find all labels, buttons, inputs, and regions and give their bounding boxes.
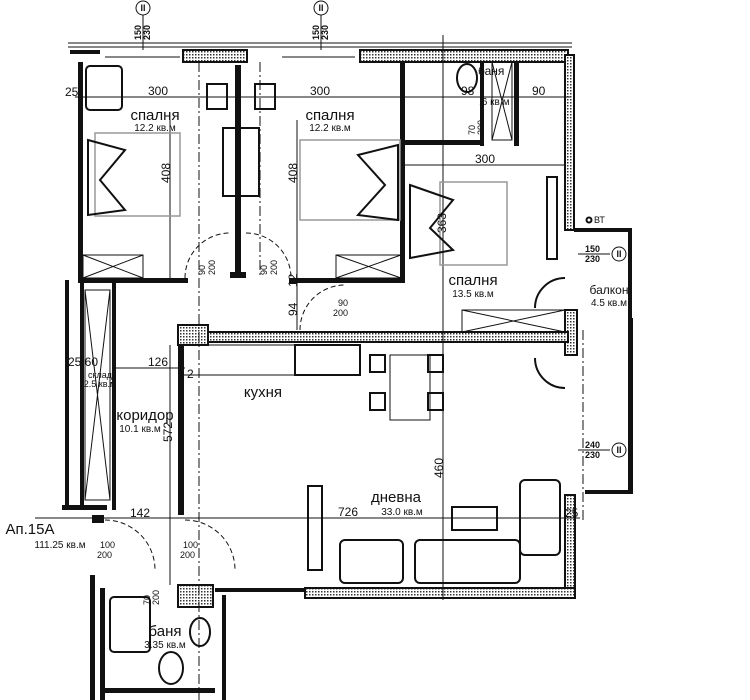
dim-label: 126 [148, 355, 168, 369]
svg-text:230: 230 [142, 25, 152, 40]
svg-text:70: 70 [467, 125, 477, 135]
dim-label: 94 [286, 302, 300, 316]
svg-text:100: 100 [183, 540, 198, 550]
dim-label: 363 [435, 213, 449, 233]
dim-label: 98 [461, 84, 475, 98]
svg-text:150: 150 [133, 25, 143, 40]
room-area-bath-top: .6 кв.м [479, 97, 510, 108]
window-tag: 150 230 II [578, 244, 627, 264]
dim-label: 90 [532, 84, 546, 98]
dimension-lines [35, 35, 584, 700]
room-labels: спалня 12.2 кв.м спалня 12.2 кв.м спалня… [6, 64, 629, 651]
dim-label: 12 [286, 273, 300, 287]
door-swings [104, 232, 566, 571]
svg-text:230: 230 [585, 450, 600, 460]
top-facade [68, 42, 572, 63]
room-name-storage: склад [88, 370, 113, 380]
dim-label: 300 [310, 84, 330, 98]
room-area-living: 33.0 кв.м [381, 507, 423, 518]
walls [62, 54, 633, 700]
door-tag: 90 200 [259, 260, 279, 275]
svg-text:150: 150 [585, 244, 600, 254]
door-tag: 70 200 [142, 590, 161, 605]
svg-text:200: 200 [180, 550, 195, 560]
door-tag: 100 200 [97, 540, 115, 560]
dim-label: 142 [130, 506, 150, 520]
apartment-name: Ап.15А [6, 521, 55, 538]
svg-text:230: 230 [320, 25, 330, 40]
room-name-kitchen: кухня [244, 384, 282, 401]
svg-text:150: 150 [311, 25, 321, 40]
svg-text:II: II [318, 3, 323, 13]
svg-text:II: II [140, 3, 145, 13]
window-tag: 240 230 II [578, 440, 627, 460]
svg-text:70: 70 [142, 595, 152, 605]
svg-text:240: 240 [585, 440, 600, 450]
window-tag: II 150 230 [133, 0, 152, 50]
room-name-bath-bottom: баня [149, 623, 182, 640]
dim-label: 572 [161, 422, 175, 442]
room-area-bedroom1: 12.2 кв.м [134, 123, 176, 134]
svg-text:ВТ: ВТ [594, 215, 605, 225]
room-name-bedroom3: спалня [448, 272, 497, 289]
room-name-bedroom1: спалня [130, 107, 179, 124]
window-tag: II 150 230 [311, 0, 330, 50]
svg-text:90: 90 [338, 298, 348, 308]
svg-text:200: 200 [476, 120, 486, 135]
svg-text:II: II [616, 445, 621, 455]
door-tag: 90 200 [197, 260, 217, 275]
room-name-balcony: балкон [590, 283, 629, 297]
svg-text:200: 200 [151, 590, 161, 605]
room-name-bath-top: баня [478, 64, 504, 78]
svg-text:200: 200 [207, 260, 217, 275]
room-area-bedroom2: 12.2 кв.м [309, 123, 351, 134]
svg-text:200: 200 [333, 308, 348, 318]
room-area-bath-bottom: 3.35 кв.м [144, 640, 186, 651]
dim-label: 460 [432, 458, 446, 478]
room-area-corridor: 10.1 кв.м [119, 424, 161, 435]
vent-marker: ВТ [585, 215, 605, 225]
room-area-storage: 2.5 кв.м [84, 379, 116, 389]
room-name-living: дневна [371, 489, 422, 506]
room-area-bedroom3: 13.5 кв.м [452, 289, 494, 300]
dim-label: 25 [65, 85, 79, 99]
dim-label: 408 [159, 163, 173, 183]
room-area-balcony: 4.5 кв.м [591, 298, 627, 309]
apartment-area: 111.25 кв.м [34, 540, 85, 551]
room-name-corridor: коридор [116, 407, 173, 424]
dim-label: 25 [565, 506, 579, 520]
svg-text:II: II [616, 249, 621, 259]
dim-label: 2 [187, 367, 194, 381]
svg-text:90: 90 [259, 265, 269, 275]
dim-label: 726 [338, 505, 358, 519]
door-tag: 90 200 [333, 298, 348, 318]
door-tag: 100 200 [180, 540, 198, 560]
room-name-bedroom2: спалня [305, 107, 354, 124]
svg-text:230: 230 [585, 254, 600, 264]
dim-label: 300 [148, 84, 168, 98]
dimension-labels: 300 300 300 98 90 126 142 25 60 726 25 2… [65, 84, 579, 520]
svg-text:200: 200 [269, 260, 279, 275]
dim-label: 408 [286, 163, 300, 183]
svg-text:200: 200 [97, 550, 112, 560]
furniture [82, 61, 566, 685]
dim-label: 25 60 [68, 355, 98, 369]
door-tag: 70 200 [467, 120, 486, 135]
svg-text:90: 90 [197, 265, 207, 275]
dim-label: 300 [475, 152, 495, 166]
svg-text:100: 100 [100, 540, 115, 550]
